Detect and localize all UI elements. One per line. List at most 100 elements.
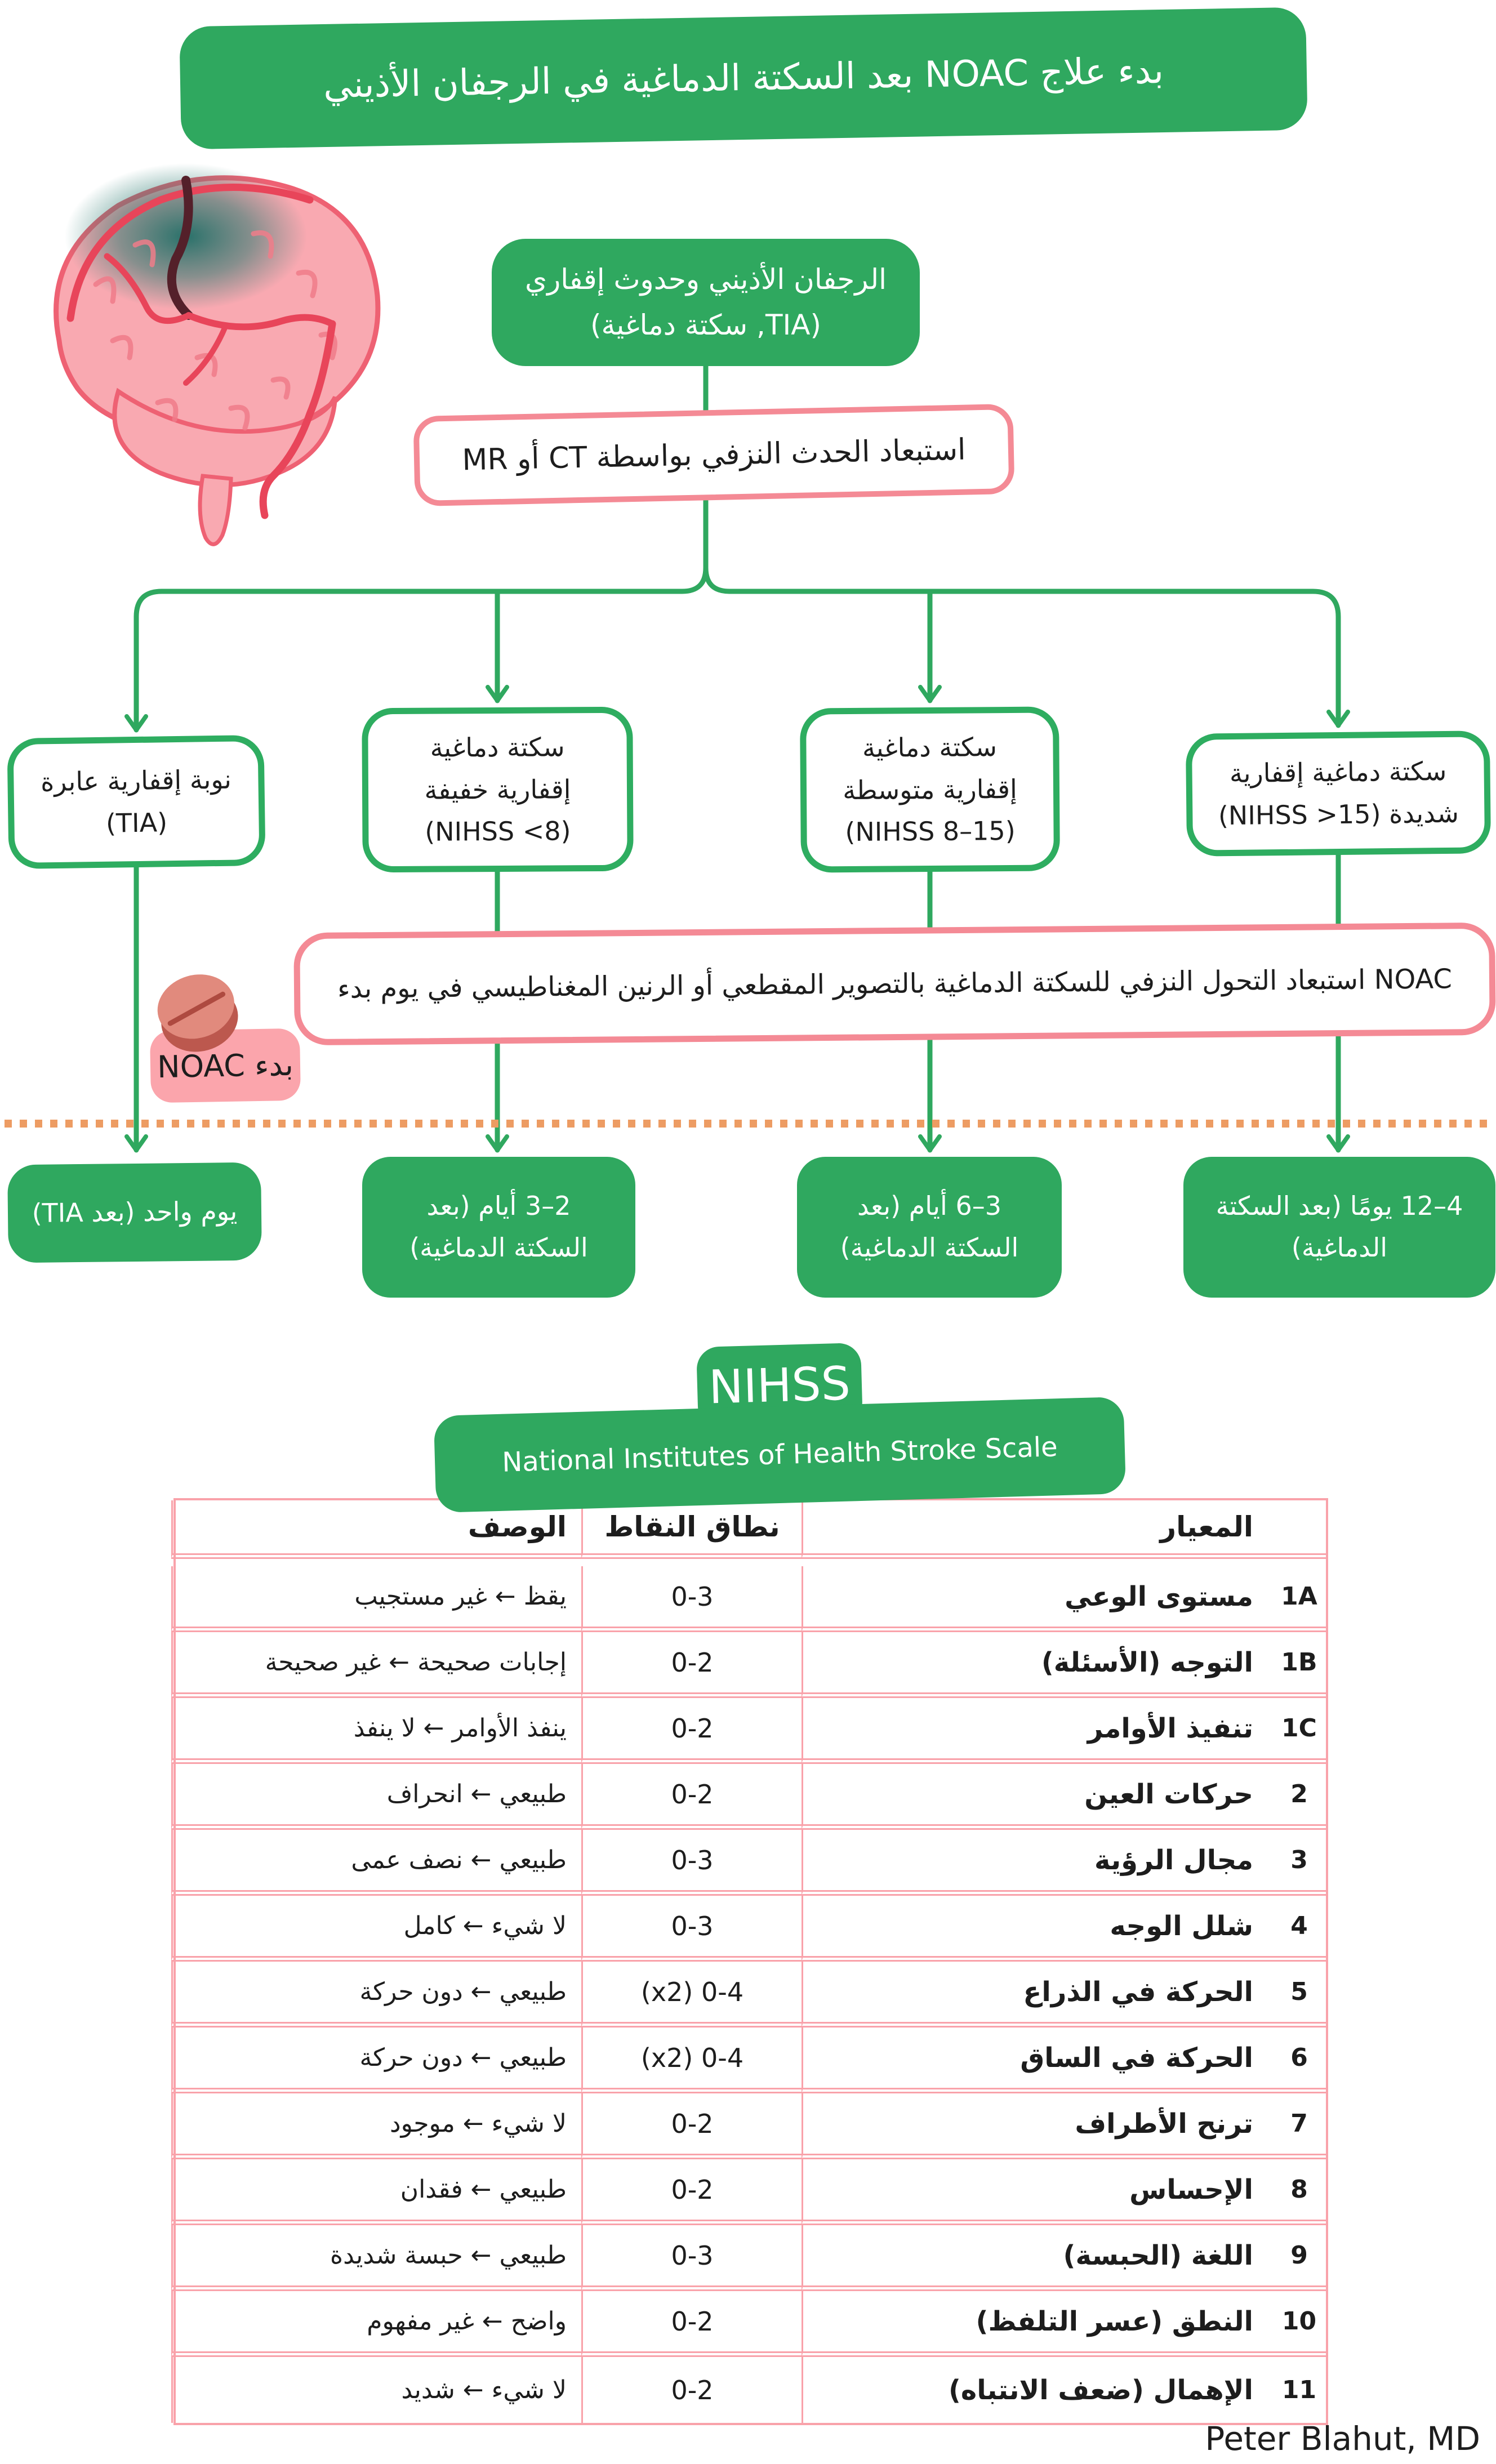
brainstem bbox=[198, 474, 233, 546]
table-cell-criterion: تنفيذ الأوامر bbox=[802, 1698, 1272, 1764]
severity-box-severe: سكتة دماغية إقفارية شديدة (NIHSS >15) bbox=[1185, 730, 1491, 857]
table-cell-criterion: اللغة (الحبسة) bbox=[802, 2225, 1272, 2291]
table-cell-description: طبيعي ← حبسة شديدة bbox=[171, 2225, 581, 2291]
severity-line: نوبة إقفارية عابرة bbox=[40, 764, 232, 797]
timing-line: الدماغية) bbox=[1291, 1232, 1388, 1263]
timing-box-severe: 4–12 يومًا (بعد السكتة الدماغية) bbox=[1183, 1157, 1495, 1298]
temporal-lobe bbox=[112, 387, 337, 488]
table-cell-num: 6 bbox=[1272, 2028, 1326, 2093]
author-credit: Peter Blahut, MD bbox=[1205, 2420, 1480, 2458]
table-cell-score: 0-4 (x2) bbox=[581, 1962, 802, 2028]
timing-box-moderate: 3–6 أيام (بعد السكتة الدماغية) bbox=[797, 1157, 1062, 1298]
timing-line: 3–6 أيام (بعد bbox=[857, 1191, 1001, 1222]
noac-day-exclusion-text: استبعاد التحول النزفي للسكتة الدماغية با… bbox=[337, 963, 1453, 1005]
table-cell-criterion: مجال الرؤية bbox=[802, 1830, 1272, 1896]
flow-start-box: الرجفان الأذيني وحدوث إقفاري (TIA, سكتة … bbox=[492, 239, 920, 366]
table-cell-criterion: حركات العين bbox=[802, 1764, 1272, 1830]
pill-icon bbox=[157, 974, 238, 1052]
flow-ct-mr-exclusion-box: استبعاد الحدث النزفي بواسطة CT أو MR bbox=[413, 403, 1015, 507]
table-cell-num: 1A bbox=[1272, 1566, 1326, 1632]
table-cell-description: ينفذ الأوامر ← لا ينفذ bbox=[171, 1698, 581, 1764]
table-header-score: نطاق النقاط bbox=[581, 1500, 802, 1559]
gyri bbox=[93, 230, 337, 431]
table-cell-score: 0-3 bbox=[581, 1830, 802, 1896]
table-cell-description: واضح ← غير مفهوم bbox=[171, 2291, 581, 2357]
table-cell-criterion: الحركة في الذراع bbox=[802, 1962, 1272, 2028]
table-cell-num: 9 bbox=[1272, 2225, 1326, 2291]
table-cell-num: 7 bbox=[1272, 2093, 1326, 2159]
timing-line: السكتة الدماغية) bbox=[409, 1232, 588, 1263]
table-cell-num: 1C bbox=[1272, 1698, 1326, 1764]
table-cell-score: 0-2 bbox=[581, 1698, 802, 1764]
arteries bbox=[66, 176, 336, 519]
table-cell-num: 10 bbox=[1272, 2291, 1326, 2357]
table-cell-score: 0-2 bbox=[581, 2291, 802, 2357]
brain-illustration bbox=[54, 163, 381, 546]
table-cell-score: 0-2 bbox=[581, 2159, 802, 2225]
table-cell-score: 0-2 bbox=[581, 2357, 802, 2423]
table-cell-criterion: التوجه (الأسئلة) bbox=[802, 1632, 1272, 1698]
arrowheads bbox=[124, 685, 1350, 1152]
severity-line: (NIHSS <8) bbox=[425, 816, 571, 847]
timing-box-tia: يوم واحد (بعد TIA) bbox=[7, 1162, 262, 1263]
severity-box-moderate: سكتة دماغية إقفارية متوسطة (NIHSS 8–15) bbox=[799, 706, 1061, 873]
nihss-fullname-box: National Institutes of Health Stroke Sca… bbox=[433, 1396, 1127, 1513]
noac-day-exclusion-box: استبعاد التحول النزفي للسكتة الدماغية با… bbox=[293, 922, 1496, 1046]
table-cell-num: 3 bbox=[1272, 1830, 1326, 1896]
timing-line: 2–3 أيام (بعد bbox=[426, 1191, 571, 1222]
severity-line: (NIHSS 8–15) bbox=[845, 816, 1016, 848]
severity-line: سكتة دماغية إقفارية bbox=[1229, 756, 1447, 789]
flow-start-line2: (TIA, سكتة دماغية) bbox=[590, 309, 821, 341]
table-cell-criterion: الإحساس bbox=[802, 2159, 1272, 2225]
table-cell-description: لا شيء ← موجود bbox=[171, 2093, 581, 2159]
dotted-divider bbox=[5, 1120, 1493, 1128]
flow-ct-mr-exclusion-text: استبعاد الحدث النزفي بواسطة CT أو MR bbox=[461, 433, 967, 478]
table-header-num bbox=[1272, 1500, 1326, 1559]
table-cell-criterion: الحركة في الساق bbox=[802, 2028, 1272, 2093]
table-header-description: الوصف bbox=[171, 1500, 581, 1559]
table-cell-num: 5 bbox=[1272, 1962, 1326, 2028]
table-cell-score: 0-2 bbox=[581, 1764, 802, 1830]
table-cell-description: إجابات صحيحة ← غير صحيحة bbox=[171, 1632, 581, 1698]
severity-line: إقفارية خفيفة bbox=[424, 774, 571, 805]
table-cell-criterion: ترنح الأطراف bbox=[802, 2093, 1272, 2159]
timing-box-mild: 2–3 أيام (بعد السكتة الدماغية) bbox=[362, 1157, 635, 1298]
table-cell-criterion: الإهمال (ضعف الانتباه) bbox=[802, 2357, 1272, 2423]
flow-start-line1: الرجفان الأذيني وحدوث إقفاري bbox=[524, 263, 887, 296]
severity-line: إقفارية متوسطة bbox=[843, 773, 1017, 805]
timing-line: السكتة الدماغية) bbox=[840, 1232, 1019, 1263]
table-cell-description: طبيعي ← دون حركة bbox=[171, 1962, 581, 2028]
severity-line: سكتة دماغية bbox=[862, 732, 998, 764]
table-cell-description: لا شيء ← كامل bbox=[171, 1896, 581, 1962]
table-cell-description: طبيعي ← دون حركة bbox=[171, 2028, 581, 2093]
page-title-text: بدء علاج NOAC بعد السكتة الدماغية في الر… bbox=[323, 50, 1164, 107]
table-cell-score: 0-2 bbox=[581, 2093, 802, 2159]
connector-stem-right bbox=[703, 565, 1341, 728]
table-cell-score: 0-4 (x2) bbox=[581, 2028, 802, 2093]
page-title: بدء علاج NOAC بعد السكتة الدماغية في الر… bbox=[179, 7, 1308, 150]
table-header-criterion: المعيار bbox=[802, 1500, 1272, 1559]
table-cell-score: 0-2 bbox=[581, 1632, 802, 1698]
table-cell-description: لا شيء ← شديد bbox=[171, 2357, 581, 2423]
timing-line: يوم واحد (بعد TIA) bbox=[32, 1196, 238, 1229]
severity-line: سكتة دماغية bbox=[430, 732, 565, 763]
severity-box-tia: نوبة إقفارية عابرة (TIA) bbox=[7, 734, 266, 870]
table-cell-description: طبيعي ← نصف عمى bbox=[171, 1830, 581, 1896]
table-cell-num: 2 bbox=[1272, 1764, 1326, 1830]
table-cell-num: 11 bbox=[1281, 2376, 1317, 2404]
table-cell-description: يقظ ← غير مستجيب bbox=[171, 1566, 581, 1632]
nihss-fullname-text: National Institutes of Health Stroke Sca… bbox=[501, 1431, 1058, 1478]
connector-stem-left bbox=[133, 362, 709, 733]
table-cell-criterion: مستوى الوعي bbox=[802, 1566, 1272, 1632]
table-cell-num: 8 bbox=[1272, 2159, 1326, 2225]
severity-line: شديدة (NIHSS >15) bbox=[1218, 797, 1459, 831]
table-cell-description: طبيعي ← انحراف bbox=[171, 1764, 581, 1830]
table-cell-criterion: شلل الوجه bbox=[802, 1896, 1272, 1962]
table-cell-description: طبيعي ← فقدان bbox=[171, 2159, 581, 2225]
timing-line: 4–12 يومًا (بعد السكتة bbox=[1216, 1191, 1463, 1222]
severity-line: (TIA) bbox=[105, 807, 168, 839]
nihss-table: المعيار نطاق النقاط الوصف 1A مستوى الوعي… bbox=[171, 1498, 1328, 2425]
severity-box-mild: سكتة دماغية إقفارية خفيفة (NIHSS <8) bbox=[362, 706, 634, 873]
table-cell-score: 0-3 bbox=[581, 1566, 802, 1632]
table-cell-score: 0-3 bbox=[581, 2225, 802, 2291]
